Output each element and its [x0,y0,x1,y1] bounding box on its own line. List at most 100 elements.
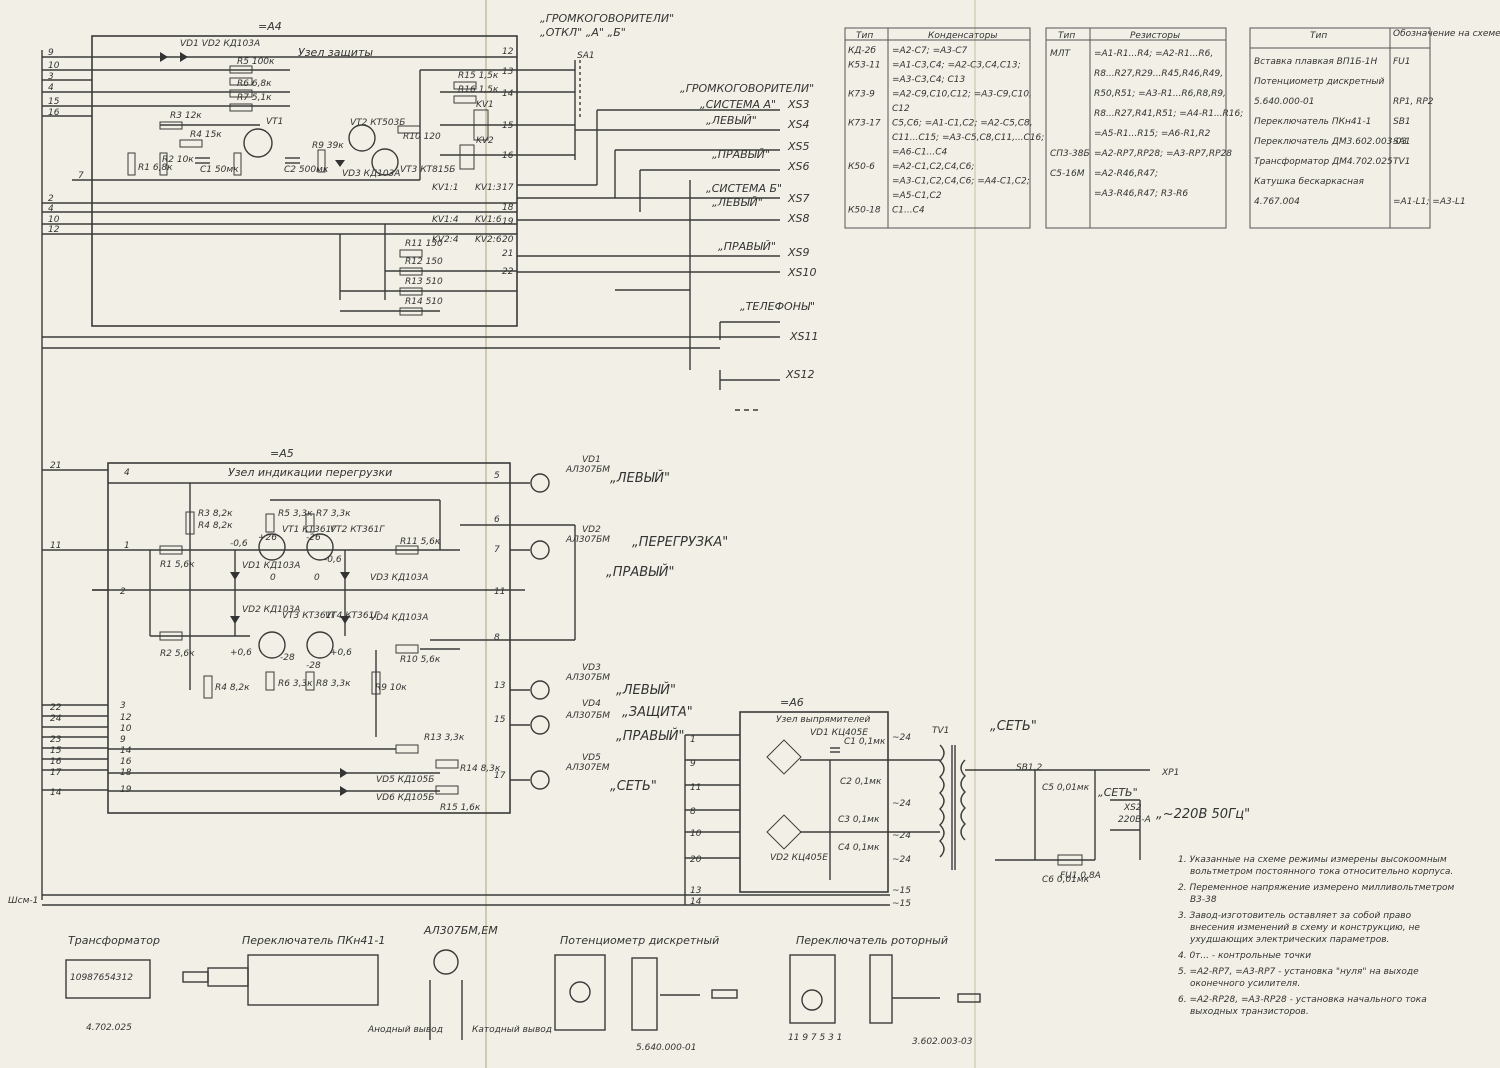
pot-caption: Потенциометр дискретный [560,934,719,947]
fuse-icon [1057,854,1083,866]
rectifier-unit: =А6 Узел выпрямителей 1 9 11 8 10 20 13 … [42,696,1250,909]
svg-text:10: 10 [690,829,702,839]
svg-text:R11 5,6к: R11 5,6к [400,537,441,547]
svg-text:R14 8,3к: R14 8,3к [460,764,501,774]
a4-circuit: VD1 VD2 КД103А R5 100к R6 6,8к R7 5,1к R… [92,39,517,316]
resistors-table [1045,27,1227,229]
notes: 1. Указанные на схеме режимы измерены вы… [1178,855,1455,1017]
svg-text:C1 0,1мк: C1 0,1мк [844,737,886,747]
connector-xs10: XS10 [787,266,817,279]
svg-text:R15 1,5к: R15 1,5к [458,71,499,81]
resistors-rows: МЛТ=А1-R1...R4; =А2-R1...R6,R8...R27,R29… [1050,49,1243,199]
connector-xs12: XS12 [785,368,815,381]
led-icon [530,715,550,735]
svg-text:~15: ~15 [892,886,911,896]
connector-xs7: XS7 [787,192,810,205]
led-icon [530,770,550,790]
svg-text:„ПРАВЫЙ": „ПРАВЫЙ" [606,564,675,580]
table-cell: R8...R27,R29...R45,R46,R49, [1094,69,1223,79]
svg-text:16: 16 [48,108,60,118]
svg-text:SB1.2: SB1.2 [1016,763,1042,773]
transistor-icon [306,631,334,659]
svg-text:10: 10 [48,61,60,71]
svg-text:9: 9 [48,48,54,58]
capacitors-table [844,27,1031,229]
svg-text:C3 0,1мк: C3 0,1мк [838,815,880,825]
svg-text:R3 12к: R3 12к [170,111,202,121]
a5-pins-left: 21 11 22 24 23 15 16 17 14 [50,461,62,798]
svg-text:3: 3 [120,701,126,711]
svg-text:20: 20 [502,235,514,245]
svg-text:R1 5,6к: R1 5,6к [160,560,195,570]
svg-text:5: 5 [494,471,500,481]
svg-text:C1 50мк: C1 50мк [200,165,239,175]
speaker-outputs: „ГРОМКОГОВОРИТЕЛИ" „ОТКЛ" „А" „Б" SA1 „Г… [517,12,815,411]
table-cell: К50-6 [848,162,875,172]
svg-text:KV2:4: KV2:4 [432,235,459,245]
svg-text:XP1: XP1 [1161,768,1179,778]
table-cell: SA1 [1393,137,1411,147]
svg-text:„ЛЕВЫЙ": „ЛЕВЫЙ" [616,682,676,698]
svg-text:19: 19 [502,217,514,227]
a4-ref: =А4 [258,20,282,33]
svg-text:KV1:6: KV1:6 [475,215,502,225]
svg-text:R15 1,6к: R15 1,6к [440,803,481,813]
transistor-icon [258,533,286,561]
note: 6. =А2-RP28, =А3-RP28 - установка началь… [1178,995,1427,1017]
svg-text:SA1: SA1 [577,51,595,61]
svg-text:VT3 КТ361Г: VT3 КТ361Г [282,611,337,621]
svg-text:Тип: Тип [1310,31,1327,41]
transistor-icon [348,124,376,152]
svg-text:7: 7 [494,545,500,555]
note: 4. 0т... - контрольные точки [1178,951,1311,961]
svg-text:+26: +26 [258,533,277,543]
svg-text:10: 10 [120,724,132,734]
table-cell: К53-11 [848,61,881,71]
svg-text:„ГРОМКОГОВОРИТЕЛИ": „ГРОМКОГОВОРИТЕЛИ" [680,82,814,95]
table-cell: =А1-L1; =А3-L1 [1393,197,1466,207]
svg-text:VT3 КТ815Б: VT3 КТ815Б [400,165,455,175]
svg-text:Тип: Тип [856,31,873,41]
speaker-connectors: XS3 XS4 XS5 XS6 XS7 XS8 XS9 XS10 XS11 XS… [785,98,819,381]
svg-text:„ПРАВЫЙ": „ПРАВЫЙ" [718,240,776,253]
protection-unit: =А4 Узел защиты 9 10 3 4 15 16 7 2 4 10 … [41,12,819,900]
svg-text:1: 1 [124,541,130,551]
table-cell: R50,R51; =А3-R1...R6,R8,R9, [1094,89,1226,99]
svg-text:C2 500мк: C2 500мк [284,165,329,175]
table-cell: С5,С6; =А1-С1,С2; =А2-С5,С8, [892,119,1033,129]
svg-text:R5 100к: R5 100к [237,57,275,67]
transistor-icon [243,128,273,158]
svg-text:10987654312: 10987654312 [70,973,133,983]
part-drawings: Шсм-1 Трансформатор 10987654312 4.702.02… [8,896,981,1053]
misc-table [1249,27,1431,229]
a6-circuit: VD1 КЦ405Е VD2 КЦ405Е C1 0,1мк C2 0,1мк … [766,728,888,880]
svg-text:R4 8,2к: R4 8,2к [198,521,233,531]
svg-text:2: 2 [120,587,126,597]
a5-pins-right: 5 6 7 11 8 13 15 17 [494,471,506,781]
svg-text:7: 7 [78,171,84,181]
svg-text:9: 9 [690,759,696,769]
table-cell: С5-16М [1050,169,1085,179]
svg-text:11: 11 [690,783,701,793]
diode-icon [160,52,168,62]
a5-circuit: R3 8,2к R4 8,2к R1 5,6к R2 5,6к R4 8,2к … [92,482,525,813]
svg-text:„СИСТЕМА Б": „СИСТЕМА Б" [706,182,782,195]
svg-text:6: 6 [494,515,500,525]
table-cell: С11...С15; =А3-С5,С8,С11,...С16; [892,133,1044,143]
svg-text:„ЛЕВЫЙ": „ЛЕВЫЙ" [712,196,763,209]
svg-text:VT2 КТ503Б: VT2 КТ503Б [350,118,405,128]
svg-text:АЛ307БМ: АЛ307БМ [565,465,610,475]
svg-text:16: 16 [50,757,62,767]
svg-text:R7 3,3к: R7 3,3к [316,509,351,519]
svg-text:XS2: XS2 [1123,803,1142,813]
table-cell: =А5-С1,С2 [892,191,942,201]
svg-text:KV1:1: KV1:1 [432,183,459,193]
led-icon [530,540,550,560]
a6-pins-right: ~24 ~24 ~24 ~24 ~15 ~15 [892,733,911,909]
transistor-icon [258,631,286,659]
svg-text:C2 0,1мк: C2 0,1мк [840,777,882,787]
svg-text:4: 4 [48,204,54,214]
svg-text:C4 0,1мк: C4 0,1мк [838,843,880,853]
table-cell: SB1 [1393,117,1411,127]
component-tables: Тип Конденсаторы КД-2б=А2-С7; =А3-С7К53-… [844,27,1500,229]
